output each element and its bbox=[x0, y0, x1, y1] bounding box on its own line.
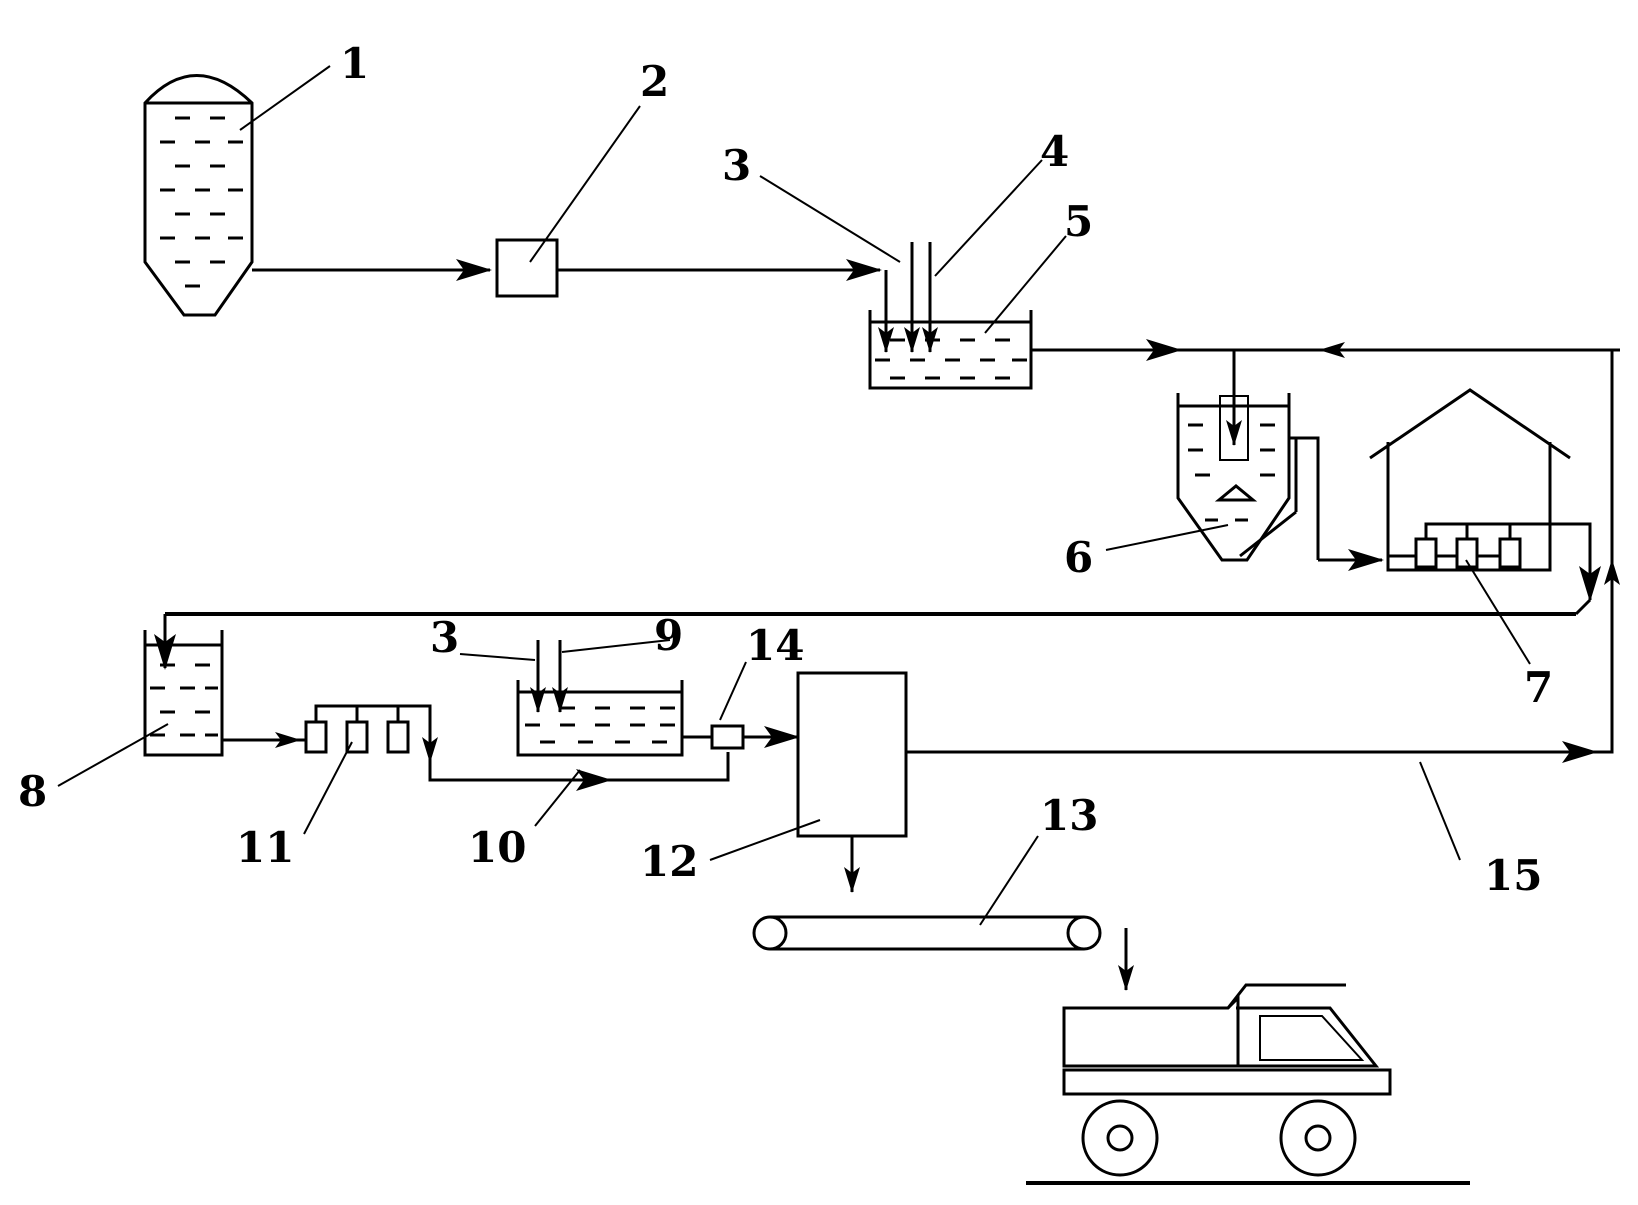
label-10: 10 bbox=[468, 823, 526, 872]
label-11: 11 bbox=[236, 823, 294, 872]
label-6: 6 bbox=[1064, 533, 1093, 582]
filter-set bbox=[304, 704, 438, 763]
label-1: 1 bbox=[340, 39, 369, 88]
collecting-tank bbox=[143, 630, 224, 757]
label-9: 9 bbox=[654, 611, 683, 660]
label-8: 8 bbox=[18, 767, 47, 816]
storage-silo bbox=[143, 74, 254, 317]
label-4: 4 bbox=[1040, 127, 1069, 176]
filter-house bbox=[1369, 388, 1592, 600]
small-pump bbox=[710, 724, 745, 750]
leader-lines bbox=[57, 65, 1531, 926]
pump-box bbox=[495, 238, 559, 298]
label-12: 12 bbox=[640, 837, 698, 886]
label-5: 5 bbox=[1064, 197, 1093, 246]
label-2: 2 bbox=[640, 57, 669, 106]
reaction-tank bbox=[516, 680, 684, 757]
conveyor-belt bbox=[752, 915, 1102, 951]
dump-truck bbox=[1026, 983, 1470, 1185]
label-7: 7 bbox=[1524, 663, 1553, 712]
silo-liquid bbox=[160, 116, 243, 288]
filter-press bbox=[796, 671, 908, 838]
label-14: 14 bbox=[746, 621, 804, 670]
settling-tank bbox=[1176, 393, 1298, 562]
label-13: 13 bbox=[1040, 791, 1098, 840]
mixing-tank bbox=[868, 310, 1033, 390]
label-3-bottom: 3 bbox=[430, 613, 459, 662]
label-15: 15 bbox=[1484, 851, 1542, 900]
label-3-top: 3 bbox=[722, 141, 751, 190]
